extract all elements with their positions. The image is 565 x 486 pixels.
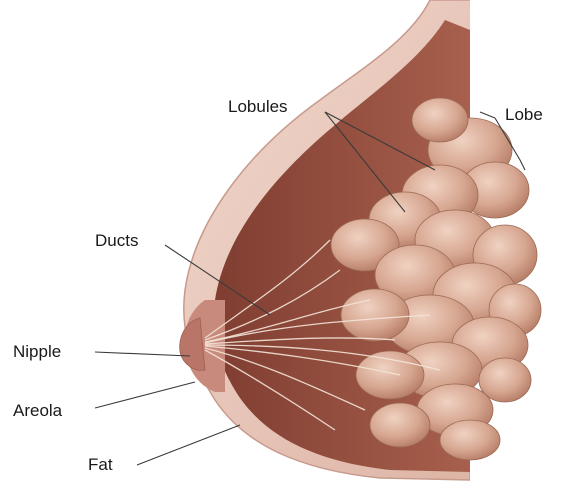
- leader-areola: [95, 382, 195, 408]
- label-nipple: Nipple: [13, 342, 61, 361]
- label-ducts: Ducts: [95, 231, 138, 250]
- label-fat: Fat: [88, 455, 113, 474]
- leader-fat: [137, 425, 240, 465]
- label-lobules: Lobules: [228, 97, 288, 116]
- label-areola: Areola: [13, 401, 63, 420]
- label-lobe: Lobe: [505, 105, 543, 124]
- leader-nipple: [95, 352, 190, 356]
